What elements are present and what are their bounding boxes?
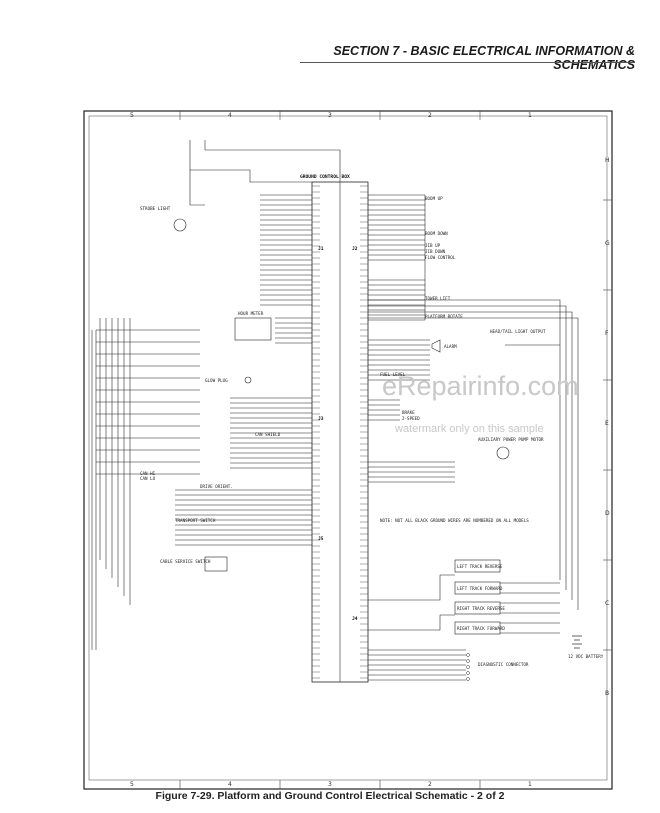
right-track-forward-block xyxy=(454,621,501,635)
schematic-border xyxy=(83,110,613,790)
two-speed-label: 2-SPEED xyxy=(402,416,420,421)
row-c: C xyxy=(605,600,609,607)
fuel-level-label: FUEL LEVEL xyxy=(380,372,406,377)
section-header: SECTION 7 - BASIC ELECTRICAL INFORMATION… xyxy=(333,44,635,72)
platform-rotate-label: PLATFORM ROTATE xyxy=(425,314,463,319)
col-3-top: 3 xyxy=(328,112,332,119)
row-g: G xyxy=(605,240,610,247)
glow-plug-icon xyxy=(244,376,252,384)
col-4-bottom: 4 xyxy=(228,781,232,788)
glow-plug-label: GLOW PLUG xyxy=(205,378,228,383)
wire xyxy=(368,311,573,600)
row-e: E xyxy=(605,420,609,427)
brake-label: BRAKE xyxy=(402,410,415,415)
cable-service-switch-icon xyxy=(204,556,228,572)
col-5-bottom: 5 xyxy=(130,781,134,788)
watermark-note: watermark only on this sample xyxy=(394,423,544,435)
strobe-light-icon xyxy=(173,218,187,232)
wiring xyxy=(91,140,579,681)
can-hi-label: CAN HI xyxy=(140,471,156,476)
wire xyxy=(368,614,455,631)
battery-icon xyxy=(572,635,582,649)
alarm-label: ALARM xyxy=(444,344,457,349)
wire xyxy=(368,299,561,580)
schematic-inner-border xyxy=(88,115,608,781)
flow-control-label: FLOW CONTROL xyxy=(425,255,456,260)
aux-pump-motor-label: AUXILIARY POWER PUMP MOTOR xyxy=(478,437,544,442)
can-shield-label: CAN SHIELD xyxy=(255,432,281,437)
col-3-bottom: 3 xyxy=(328,781,332,788)
alarm-icon xyxy=(431,339,441,353)
wiring-note: NOTE: NOT ALL BLACK GROUND WIRES ARE NUM… xyxy=(380,518,529,523)
connector-j4: J4 xyxy=(352,616,358,622)
aux-pump-motor-icon xyxy=(496,446,510,460)
hour-meter-block xyxy=(234,317,272,341)
wire xyxy=(368,305,567,590)
drive-orient-label: DRIVE ORIENT. xyxy=(200,484,233,489)
connector-j5: J5 xyxy=(318,536,324,542)
col-1-bottom: 1 xyxy=(528,781,532,788)
connector-j1: J1 xyxy=(318,246,324,252)
col-4-top: 4 xyxy=(228,112,232,119)
column-ticks xyxy=(179,111,612,789)
boom-down-label: BOOM DOWN xyxy=(425,231,448,236)
right-track-reverse-label: RIGHT TRACK REVERSE xyxy=(457,606,505,611)
can-lo-label: CAN LO xyxy=(140,476,156,481)
row-h: H xyxy=(605,157,610,164)
diagnostic-connector-icon xyxy=(466,653,470,681)
battery-label: 12 VDC BATTERY xyxy=(568,654,604,659)
transport-switch-label: TRANSPORT SWITCH xyxy=(175,518,216,523)
diagnostic-connector-label: DIAGNOSTIC CONNECTOR xyxy=(478,662,529,667)
boom-up-label: BOOM UP xyxy=(425,196,443,201)
wire xyxy=(368,574,455,601)
connector-j3: J3 xyxy=(318,416,324,422)
col-5-top: 5 xyxy=(130,112,134,119)
row-f: F xyxy=(605,330,609,337)
header-rule xyxy=(300,62,635,63)
left-track-forward-block xyxy=(454,581,501,595)
row-b: B xyxy=(605,690,609,697)
col-1-top: 1 xyxy=(528,112,532,119)
strobe-light-label: STROBE LIGHT xyxy=(140,206,171,211)
connector-j2: J2 xyxy=(352,246,358,252)
head-tail-light-label: HEAD/TAIL LIGHT OUTPUT xyxy=(490,329,546,334)
tower-lift-label: TOWER LIFT xyxy=(425,296,451,301)
col-2-bottom: 2 xyxy=(428,781,432,788)
ground-control-box-label: GROUND CONTROL BOX xyxy=(300,174,350,180)
wire xyxy=(190,169,312,183)
right-track-reverse-block xyxy=(454,601,501,615)
col-2-top: 2 xyxy=(428,112,432,119)
watermark-site: eRepairinfo.com xyxy=(382,371,579,401)
hour-meter-label: HOUR METER xyxy=(238,311,264,316)
jib-down-label: JIB DOWN xyxy=(425,249,446,254)
left-track-forward-label: LEFT TRACK FORWARD xyxy=(457,586,503,591)
wire xyxy=(368,317,579,610)
left-track-reverse-block xyxy=(454,559,501,573)
cable-service-switch-label: CABLE SERVICE SWITCH xyxy=(160,559,211,564)
row-d: D xyxy=(605,510,610,517)
jib-up-label: JIB UP xyxy=(425,243,441,248)
connector-pins xyxy=(312,185,368,679)
left-track-reverse-label: LEFT TRACK REVERSE xyxy=(457,564,503,569)
figure-caption: Figure 7-29. Platform and Ground Control… xyxy=(155,790,505,802)
right-track-forward-label: RIGHT TRACK FORWARD xyxy=(457,626,505,631)
